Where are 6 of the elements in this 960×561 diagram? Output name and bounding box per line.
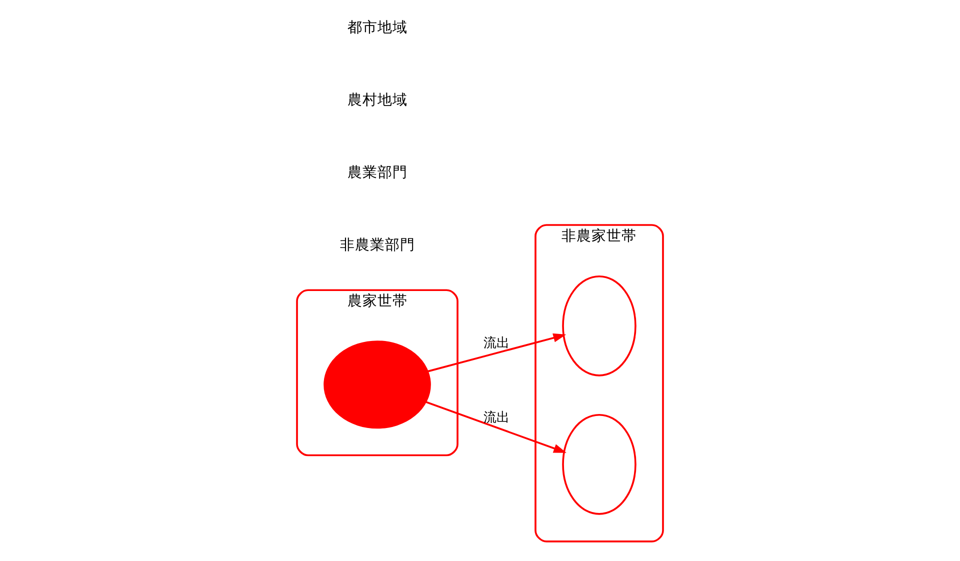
label: 農業部門	[347, 164, 408, 182]
label: 農村地域	[347, 92, 408, 109]
edge-label: 流出	[484, 336, 510, 352]
edge-label: 流出	[484, 410, 510, 426]
label: 都市地域	[347, 19, 408, 36]
label: 非農業部門	[340, 236, 415, 254]
